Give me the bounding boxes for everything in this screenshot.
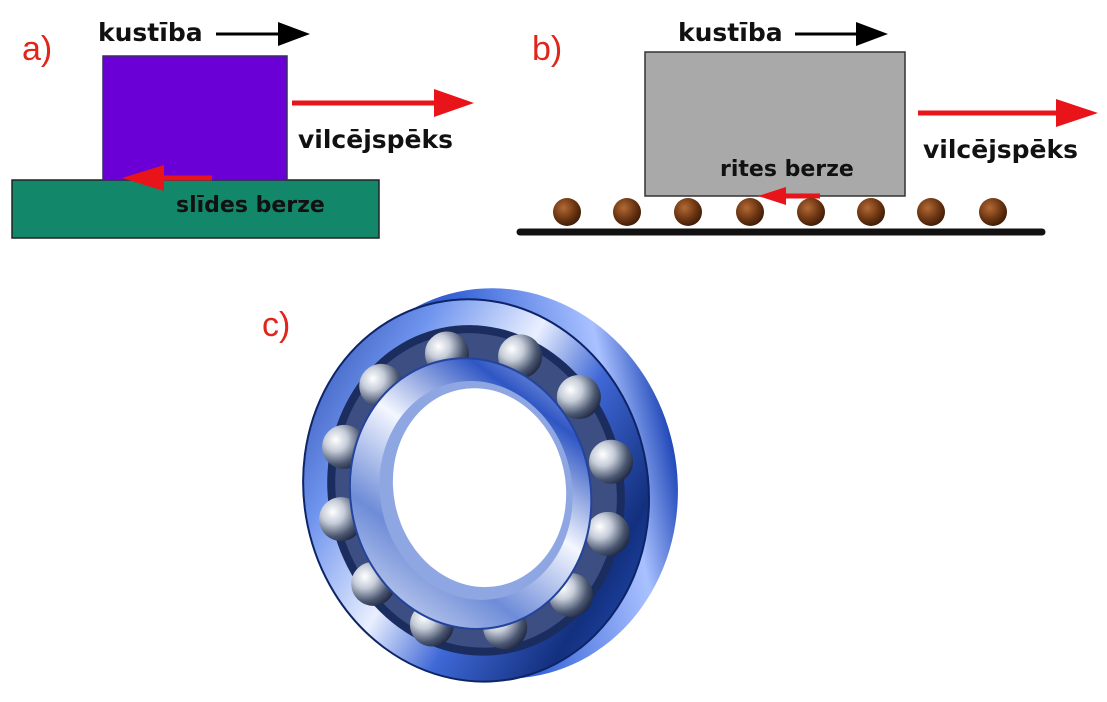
panel-b-friction-arrow [758, 187, 820, 205]
roller [613, 198, 641, 226]
bearing-ball [556, 374, 601, 419]
panel-a-friction-label: slīdes berze [176, 193, 325, 218]
panel-b-label: b) [532, 30, 562, 68]
bearing-ball [585, 511, 630, 556]
panel-c: c) [262, 288, 678, 683]
roller [736, 198, 764, 226]
panel-a-motion-arrow [216, 22, 310, 46]
panel-a: a) kustība vilcējspēks slīdes berze [11, 18, 474, 239]
roller [857, 198, 885, 226]
panel-c-label: c) [262, 306, 290, 344]
panel-a-friction-arrow [122, 165, 212, 191]
panel-a-ground [11, 179, 380, 239]
panel-a-pull-force-label: vilcējspēks [298, 125, 453, 154]
panel-a-motion-label: kustība [98, 18, 203, 47]
ball-bearing-image [302, 288, 678, 683]
bearing-bore [392, 388, 567, 588]
roller [797, 198, 825, 226]
roller [674, 198, 702, 226]
roller [917, 198, 945, 226]
panel-b-rollers [553, 198, 1007, 226]
bearing-ball [589, 439, 634, 484]
panel-b-motion-label: kustība [678, 18, 783, 47]
panel-b-pull-force-arrow [918, 99, 1098, 127]
panel-a-pull-force-arrow [292, 89, 474, 117]
panel-b-motion-arrow [795, 22, 888, 46]
panel-a-label: a) [22, 30, 52, 68]
roller [979, 198, 1007, 226]
panel-a-sliding-block [102, 55, 288, 181]
panel-b-friction-label: rites berze [720, 157, 854, 182]
roller [553, 198, 581, 226]
panel-b-pull-force-label: vilcējspēks [923, 135, 1078, 164]
panel-b: b) kustība vilcējspēks rites berze [516, 18, 1098, 236]
